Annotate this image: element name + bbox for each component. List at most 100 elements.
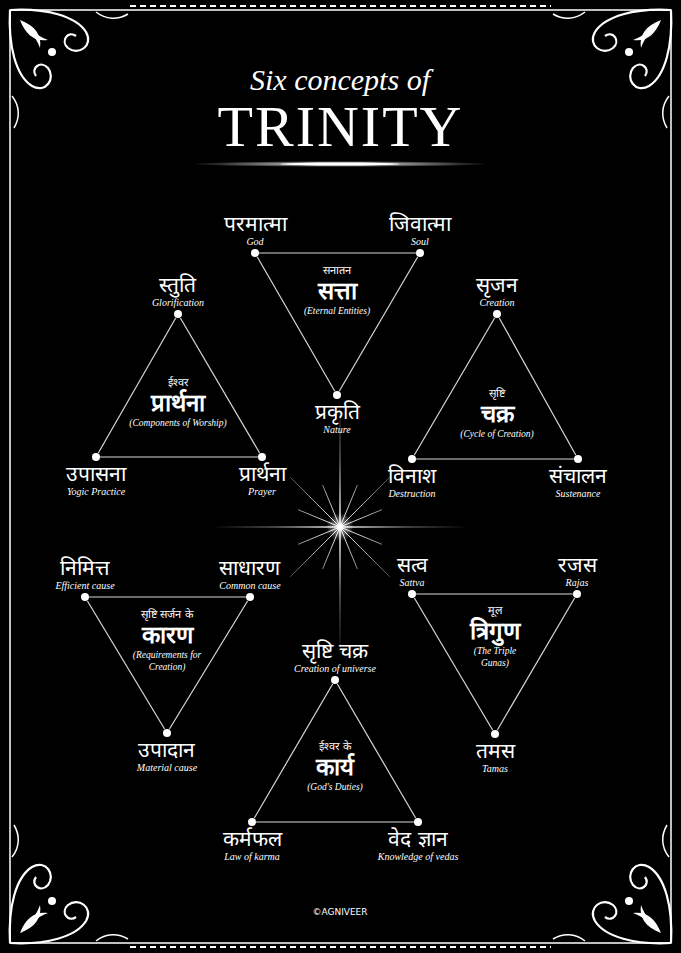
vertex-dot: निमित्तEfficient cause bbox=[81, 593, 89, 601]
triangle-centre: सनातनसत्ता(Eternal Entities) bbox=[300, 264, 374, 317]
english-term: Knowledge of vedas bbox=[378, 851, 459, 863]
triangle-side bbox=[416, 593, 573, 594]
hindi-term: कर्मफल bbox=[223, 827, 282, 851]
vertex-dot: कर्मफलLaw of karma bbox=[248, 818, 256, 826]
english-term: Sattva bbox=[397, 577, 428, 589]
vertex-label: संचालनSustenance bbox=[549, 464, 607, 500]
english-term: Common cause bbox=[219, 580, 280, 592]
vertex-label: स्तुतिGlorification bbox=[152, 273, 204, 309]
vertex-label: जिवात्माSoul bbox=[389, 212, 451, 248]
triangle-centre: ईश्वरप्रार्थना(Components of Worship) bbox=[108, 376, 248, 429]
english-term: Soul bbox=[389, 236, 451, 248]
vertex-dot: सृष्टि चक्रCreation of universe bbox=[331, 676, 339, 684]
centre-heading: कार्य bbox=[280, 753, 390, 781]
vertex-label: विनाशDestruction bbox=[388, 464, 436, 500]
triangle-side bbox=[89, 596, 246, 597]
centre-prefix: सनातन bbox=[300, 264, 374, 277]
english-term: Rajas bbox=[558, 577, 597, 589]
vertex-dot: प्रार्थनाPrayer bbox=[258, 453, 266, 461]
hindi-term: प्रार्थना bbox=[239, 462, 286, 486]
centre-heading: सत्ता bbox=[300, 277, 374, 305]
triangle-side bbox=[100, 456, 258, 457]
copyright: ©AGNIVEER bbox=[312, 906, 367, 918]
centre-heading: कारण bbox=[126, 621, 208, 649]
english-term: Glorification bbox=[152, 297, 204, 309]
centre-translation: (God's Duties) bbox=[280, 781, 390, 793]
centre-translation: (Components of Worship) bbox=[108, 417, 248, 429]
triangle-centre: ईश्वर केकार्य(God's Duties) bbox=[280, 740, 390, 793]
triangle-side bbox=[259, 252, 416, 253]
subtitle: Six concepts of bbox=[250, 62, 430, 98]
vertex-label: कर्मफलLaw of karma bbox=[223, 827, 282, 863]
english-term: Tamas bbox=[476, 763, 515, 775]
hindi-term: सृजन bbox=[476, 273, 518, 297]
star-ray bbox=[339, 527, 341, 652]
triangle-side bbox=[416, 458, 574, 459]
hindi-term: सृष्टि चक्र bbox=[294, 639, 376, 663]
vertex-dot: तमसTamas bbox=[491, 730, 499, 738]
centre-translation: (Eternal Entities) bbox=[300, 305, 374, 317]
triangle-centre: सृष्टि सर्जन केकारण(Requirements for Cre… bbox=[126, 608, 208, 673]
vertex-label: रजसRajas bbox=[558, 553, 597, 589]
english-term: Destruction bbox=[388, 488, 436, 500]
triangle-side bbox=[180, 318, 259, 453]
english-term: Creation bbox=[476, 297, 518, 309]
vertex-label: सृजनCreation bbox=[476, 273, 518, 309]
english-term: Efficient cause bbox=[55, 580, 114, 592]
centre-heading: प्रार्थना bbox=[108, 389, 248, 417]
vertex-label: प्रकृतिNature bbox=[315, 400, 360, 436]
vertex-label: निमित्तEfficient cause bbox=[55, 556, 114, 592]
vertex-label: सत्वSattva bbox=[397, 553, 428, 589]
vertex-label: वेद ज्ञानKnowledge of vedas bbox=[378, 827, 459, 863]
hindi-term: सत्व bbox=[397, 553, 428, 577]
hindi-term: उपादान bbox=[137, 738, 197, 762]
english-term: Prayer bbox=[239, 486, 286, 498]
hindi-term: विनाश bbox=[388, 464, 436, 488]
vertex-dot: साधारणCommon cause bbox=[246, 593, 254, 601]
star-ray bbox=[215, 526, 340, 528]
english-term: Nature bbox=[315, 424, 360, 436]
vertex-label: साधारणCommon cause bbox=[219, 556, 280, 592]
vertex-label: उपादानMaterial cause bbox=[137, 738, 197, 774]
english-term: Creation of universe bbox=[294, 663, 376, 675]
hindi-term: उपासना bbox=[66, 462, 126, 486]
centre-prefix: सृष्टि bbox=[427, 387, 567, 400]
centre-translation: (The Triple Gunas) bbox=[459, 645, 531, 669]
hindi-term: संचालन bbox=[549, 464, 607, 488]
hindi-term: रजस bbox=[558, 553, 597, 577]
vertex-label: परमात्माGod bbox=[224, 212, 287, 248]
triangle-side bbox=[98, 318, 175, 453]
vertex-dot: उपादानMaterial cause bbox=[163, 729, 171, 737]
hindi-term: वेद ज्ञान bbox=[378, 827, 459, 851]
hindi-term: निमित्त bbox=[55, 556, 114, 580]
hindi-term: स्तुति bbox=[152, 273, 204, 297]
triangle-centre: मूलत्रिगुण(The Triple Gunas) bbox=[459, 604, 531, 669]
vertex-dot: प्रकृतिNature bbox=[333, 391, 341, 399]
hindi-term: जिवात्मा bbox=[389, 212, 451, 236]
vertex-label: प्रार्थनाPrayer bbox=[239, 462, 286, 498]
vertex-dot: विनाशDestruction bbox=[408, 455, 416, 463]
star-ray bbox=[340, 526, 465, 528]
vertex-dot: परमात्माGod bbox=[251, 249, 259, 257]
triangle-side bbox=[256, 821, 414, 822]
vertex-dot: उपासनाYogic Practice bbox=[92, 453, 100, 461]
centre-heading: चक्र bbox=[427, 400, 567, 428]
vertex-dot: संचालनSustenance bbox=[574, 455, 582, 463]
centre-prefix: सृष्टि सर्जन के bbox=[126, 608, 208, 621]
vertex-dot: रजसRajas bbox=[573, 590, 581, 598]
centre-heading: त्रिगुण bbox=[459, 617, 531, 645]
centre-prefix: ईश्वर के bbox=[280, 740, 390, 753]
vertex-dot: जिवात्माSoul bbox=[416, 249, 424, 257]
centre-translation: (Cycle of Creation) bbox=[427, 428, 567, 440]
vertex-dot: स्तुतिGlorification bbox=[174, 310, 182, 318]
centre-prefix: ईश्वर bbox=[108, 376, 248, 389]
centre-translation: (Requirements for Creation) bbox=[126, 649, 208, 673]
english-term: Material cause bbox=[137, 762, 197, 774]
title: TRINITY bbox=[0, 94, 681, 160]
vertex-label: उपासनाYogic Practice bbox=[66, 462, 126, 498]
hindi-term: साधारण bbox=[219, 556, 280, 580]
english-term: God bbox=[224, 236, 287, 248]
hindi-term: प्रकृति bbox=[315, 400, 360, 424]
english-term: Sustenance bbox=[549, 488, 607, 500]
